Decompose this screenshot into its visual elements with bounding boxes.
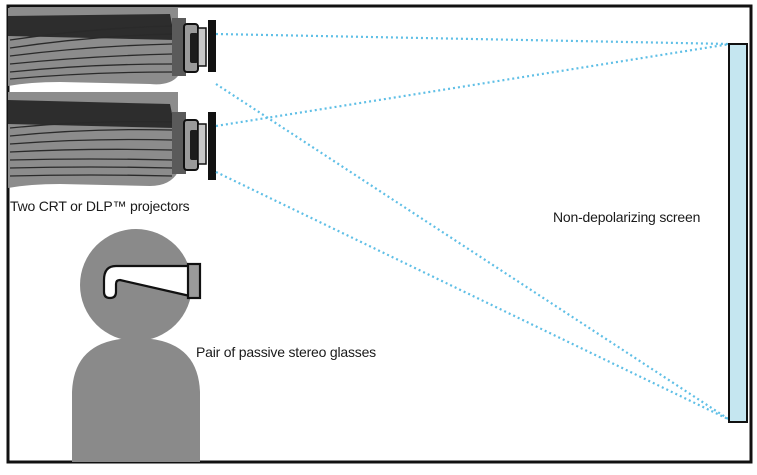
projector-bottom-icon [8, 92, 216, 188]
beam-top-upper [216, 34, 730, 44]
projection-screen-icon [729, 44, 747, 422]
screen-label: Non-depolarizing screen [553, 209, 700, 225]
glasses-label: Pair of passive stereo glasses [196, 344, 376, 360]
viewer-silhouette-icon [72, 229, 200, 462]
projectors-label: Two CRT or DLP™ projectors [10, 198, 189, 214]
projector-top-icon [8, 8, 216, 86]
beam-bottom-upper [216, 44, 730, 126]
beam-top-lower [216, 84, 730, 420]
projection-beams [216, 34, 730, 420]
